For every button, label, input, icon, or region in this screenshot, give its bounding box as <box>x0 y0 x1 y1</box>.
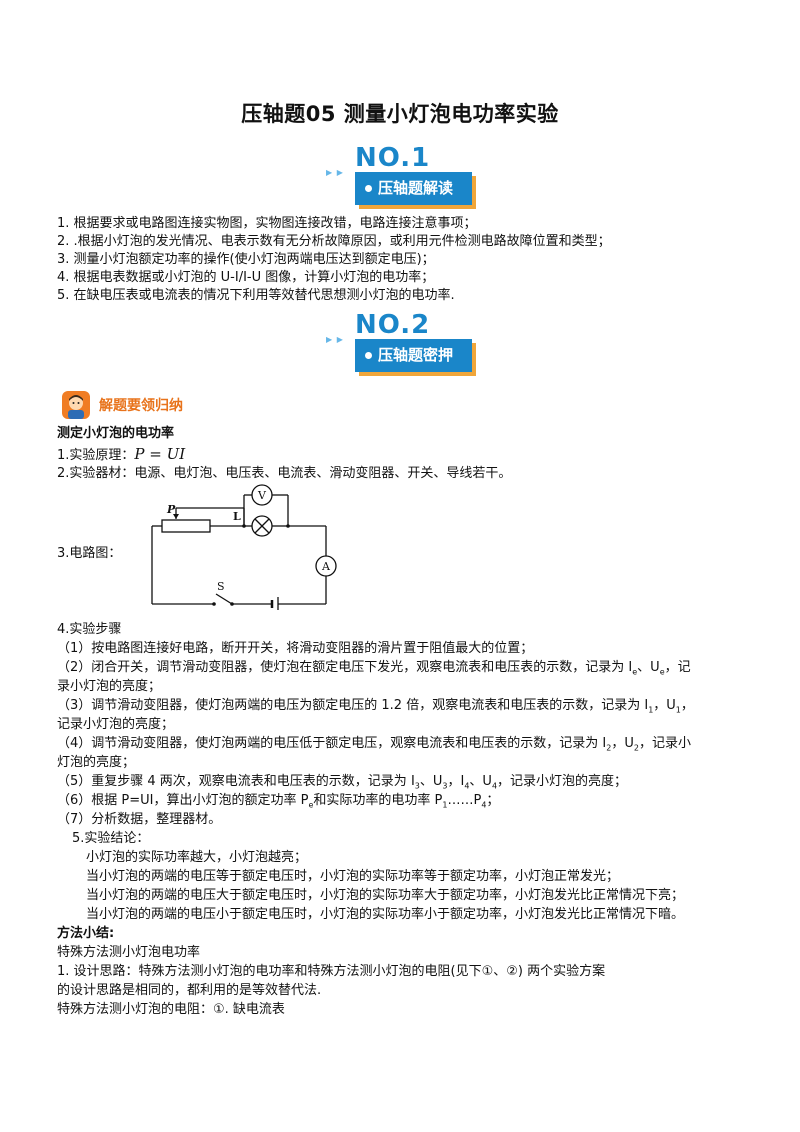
reading-item: 3. 测量小灯泡额定功率的操作(使小灯泡两端电压达到额定电压)； <box>57 252 435 267</box>
arrow-icon: ▶ ▶ <box>326 335 344 344</box>
materials-line: 2.实验器材：电源、电灯泡、电压表、电流表、滑动变阻器、开关、导线若干。 <box>57 466 512 481</box>
principle-label: 1.实验原理： <box>57 448 135 463</box>
badge-number: NO.1 <box>355 143 431 173</box>
badge-number: NO.2 <box>355 310 431 340</box>
step-item: （7）分析数据，整理器材。 <box>57 812 222 827</box>
voltmeter-label: V <box>257 489 267 502</box>
badge-bar: 压轴题密押 <box>355 339 472 372</box>
section-subtitle: 测定小灯泡的电功率 <box>57 426 175 441</box>
circuit-diagram: P L V A S <box>151 484 337 610</box>
step-item: （2）闭合开关，调节滑动变阻器，使灯泡在额定电压下发光，观察电流表和电压表的示数… <box>57 660 691 677</box>
reading-item: 5. 在缺电压表或电流表的情况下利用等效替代思想测小灯泡的电功率. <box>57 288 455 303</box>
conclusion-title: 5.实验结论： <box>72 831 150 846</box>
method-line: 的设计思路是相同的，都利用的是等效替代法. <box>57 983 322 998</box>
conclusion-item: 当小灯泡的两端的电压小于额定电压时，小灯泡的实际功率小于额定功率，小灯泡发光比正… <box>86 907 685 922</box>
step-item: 记录小灯泡的亮度； <box>57 717 175 732</box>
dot-icon <box>365 352 372 359</box>
badge-label: 压轴题解读 <box>378 179 454 197</box>
conclusion-item: 当小灯泡的两端的电压大于额定电压时，小灯泡的实际功率大于额定功率，小灯泡发光比正… <box>86 888 685 903</box>
badge-label: 压轴题密押 <box>378 346 454 364</box>
method-line: 1. 设计思路：特殊方法测小灯泡的电功率和特殊方法测小灯泡的电阻(见下①、②) … <box>57 964 606 979</box>
step-item: （1）按电路图连接好电路，断开开关，将滑动变阻器的滑片置于阻值最大的位置； <box>57 641 534 656</box>
circuit-label: 3.电路图： <box>57 546 122 561</box>
step-item: （4）调节滑动变阻器，使灯泡两端的电压低于额定电压，观察电流表和电压表的示数，记… <box>57 736 691 753</box>
method-subtitle: 特殊方法测小灯泡电功率 <box>57 945 201 960</box>
rheostat <box>161 519 211 533</box>
step-item: 灯泡的亮度； <box>57 755 136 770</box>
badge-bar: 压轴题解读 <box>355 172 472 205</box>
page-title: 压轴题05 测量小灯泡电功率实验 <box>241 102 559 126</box>
step-item: （6）根据 P=UI，算出小灯泡的额定功率 Pe和实际功率的电功率 P1……P4… <box>57 793 500 810</box>
rheostat-label: P <box>166 503 176 516</box>
reading-item: 4. 根据电表数据或小灯泡的 U-I/I-U 图像，计算小灯泡的电功率； <box>57 270 435 285</box>
method-title: 方法小结: <box>57 926 115 941</box>
conclusion-item: 小灯泡的实际功率越大，小灯泡越亮； <box>86 850 308 865</box>
principle-line: 1.实验原理：P = UI <box>57 445 185 465</box>
badge-no2: NO.2 ▶ ▶ 压轴题密押 <box>326 310 476 378</box>
conclusion-item: 当小灯泡的两端的电压等于额定电压时，小灯泡的实际功率等于额定功率，小灯泡正常发光… <box>86 869 620 884</box>
ammeter-label: A <box>321 560 331 573</box>
switch-label: S <box>217 580 225 593</box>
method-line: 特殊方法测小灯泡的电阻：①. 缺电流表 <box>57 1002 285 1017</box>
steps-title: 4.实验步骤 <box>57 622 122 637</box>
step-item: （3）调节滑动变阻器，使灯泡两端的电压为额定电压的 1.2 倍，观察电流表和电压… <box>57 698 694 715</box>
arrow-icon: ▶ ▶ <box>326 168 344 177</box>
reading-item: 2. .根据小灯泡的发光情况、电表示数有无分析故障原因，或利用元件检测电路故障位… <box>57 234 611 249</box>
principle-formula: P = UI <box>134 445 186 463</box>
step-item: （5）重复步骤 4 两次，观察电流表和电压表的示数，记录为 I3、U3，I4、U… <box>57 774 628 791</box>
teacher-icon <box>62 391 90 419</box>
section-label: 解题要领归纳 <box>99 398 183 414</box>
reading-item: 1. 根据要求或电路图连接实物图，实物图连接改错，电路连接注意事项； <box>57 216 477 231</box>
lamp-label: L <box>233 510 241 523</box>
switch <box>215 593 233 605</box>
dot-icon <box>365 185 372 192</box>
step-item: 录小灯泡的亮度； <box>57 679 162 694</box>
badge-no1: NO.1 ▶ ▶ 压轴题解读 <box>326 143 476 211</box>
